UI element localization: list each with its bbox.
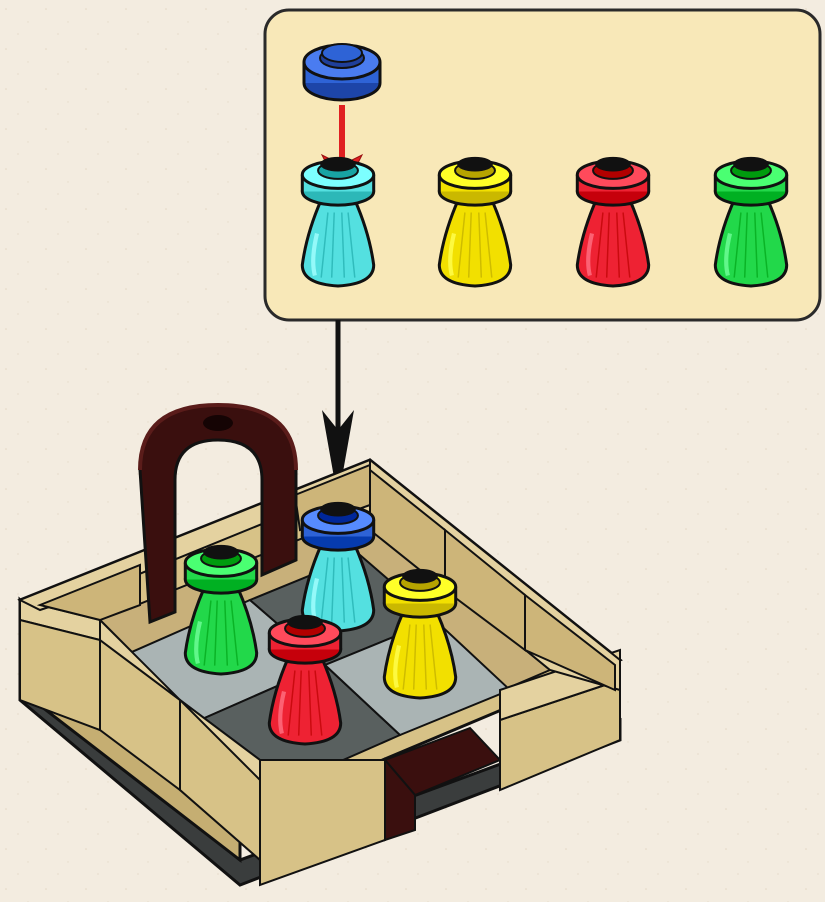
bottle-yellow-icon <box>439 157 510 286</box>
blue-capped-cyan-potion-icon <box>302 502 373 631</box>
green-potion-icon <box>185 545 256 674</box>
yellow-potion-icon <box>384 569 455 698</box>
red-potion-icon <box>269 615 340 744</box>
bottle-red-icon <box>577 157 648 286</box>
bottle-cyan-icon <box>302 157 373 286</box>
bottle-green-icon <box>715 157 786 286</box>
blue-round-plate-icon <box>304 44 380 100</box>
